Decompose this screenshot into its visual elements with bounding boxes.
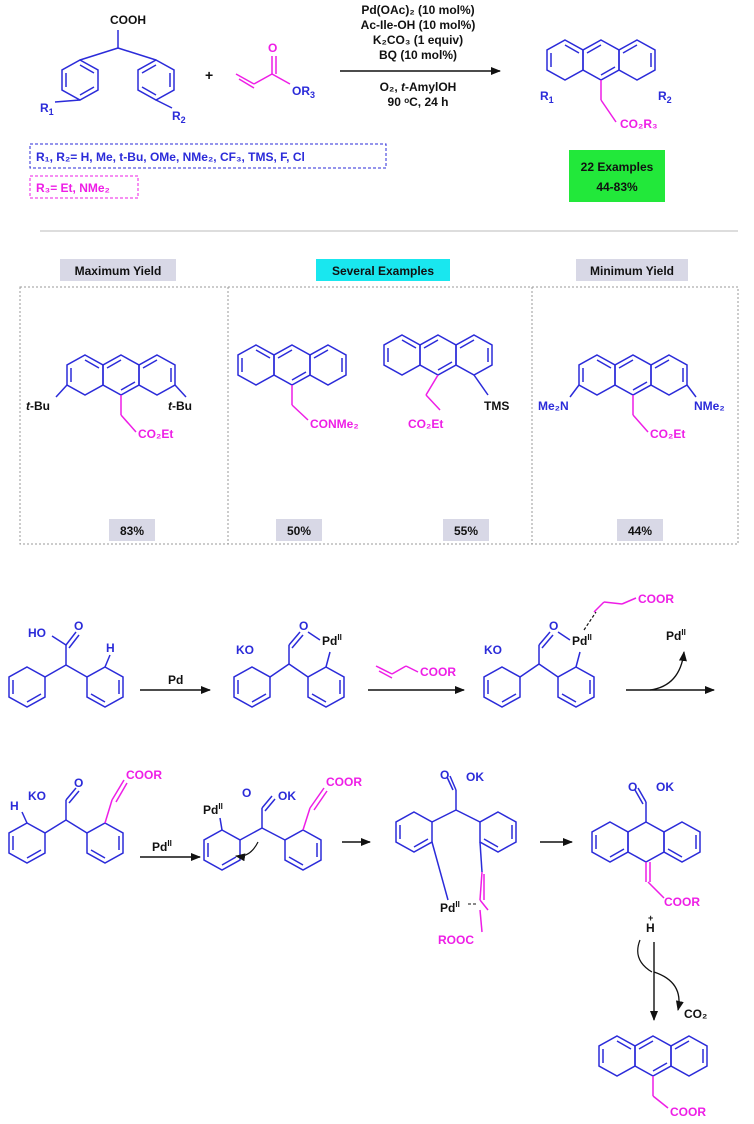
coor-reagent-label: COOR (420, 665, 456, 679)
me2n-label: Me₂N (538, 399, 569, 413)
product-r2: R2 (658, 89, 672, 105)
product-r1: R1 (540, 89, 554, 105)
substituents-text: R₁, R₂= H, Me, t-Bu, OMe, NMe₂, CF₃, TMS… (36, 150, 305, 164)
final-anthracene-structure (598, 1035, 708, 1077)
o-label-4: O (74, 776, 83, 790)
o-label-2: O (299, 619, 308, 633)
starting-acid-structure (8, 631, 124, 708)
alkenylated-acid-structure (8, 787, 124, 864)
plus-sign: + (205, 67, 213, 83)
condition-solvent: O₂, t-AmylOH (380, 80, 457, 94)
examples-count: 22 Examples (581, 160, 654, 174)
o-label-3: O (549, 619, 558, 633)
o-label-1: O (74, 619, 83, 633)
palladacycle-structure (233, 631, 345, 708)
acrylate-reagent (375, 665, 419, 679)
tbu-right: t-Bu (168, 399, 192, 413)
yield-compound-4: 44% (628, 524, 652, 538)
o-label-5: O (242, 786, 251, 800)
yield-compound-3: 55% (454, 524, 478, 538)
rooc-label: ROOC (438, 933, 474, 947)
reaction-conditions: Pd(OAc)₂ (10 mol%) Ac-Ile-OH (10 mol%) K… (361, 3, 476, 109)
nme2-label: NMe₂ (694, 399, 725, 413)
pd-reagent-label: Pd (168, 673, 183, 687)
compound-tms (383, 334, 493, 396)
pd-ii-label-4: PdII (440, 900, 460, 915)
examples-box (569, 150, 665, 202)
ko-label-1: KO (236, 643, 254, 657)
substituents-box (29, 143, 387, 169)
examples-yield-range: 44-83% (596, 180, 638, 194)
header-several-box (316, 259, 450, 281)
tms-label: TMS (484, 399, 509, 413)
coor-label-3: COOR (326, 775, 362, 789)
co2et-1: CO₂Et (138, 427, 173, 441)
header-maximum-yield: Maximum Yield (75, 264, 162, 278)
compound-conme2 (237, 344, 347, 386)
co2et-3: CO₂Et (650, 427, 685, 441)
header-max-box (60, 259, 176, 281)
compound-max-yield (55, 354, 187, 398)
olefin-complex-structure (483, 631, 595, 708)
coor-label-1: COOR (638, 592, 674, 606)
mechanism-row-1: HO O H Pd KO O PdII COOR (8, 592, 715, 708)
o-label-7: O (628, 780, 637, 794)
scope-table: Maximum Yield Several Examples Minimum Y… (19, 259, 739, 545)
h-plus-label: H (646, 921, 655, 935)
header-several-examples: Several Examples (332, 264, 434, 278)
pd-ii-label-3: PdII (203, 802, 223, 817)
acrylate-carbonyl-o: O (268, 41, 277, 55)
condition-base: K₂CO₃ (1 equiv) (373, 33, 463, 47)
dihydroanthracene-structure (591, 787, 701, 863)
pd-ii-label-2: PdII (572, 633, 592, 648)
compound-min-yield (569, 354, 697, 398)
top-reaction: COOH R1 R2 + O OR3 Pd(OAc)₂ (10 mol%) Ac… (29, 3, 672, 202)
or3-label: OR3 (292, 84, 315, 100)
ko-label-3: KO (28, 789, 46, 803)
coor-label-5: COOR (670, 1105, 706, 1119)
second-palladation-structure (203, 795, 322, 871)
ok-label-2: OK (466, 770, 484, 784)
ok-label-3: OK (656, 780, 674, 794)
condition-temperature-time: 90 ᵒC, 24 h (388, 95, 449, 109)
yield-compound-1: 83% (120, 524, 144, 538)
r1-label: R1 (40, 101, 54, 117)
cooh-label: COOH (110, 13, 146, 27)
header-minimum-yield: Minimum Yield (590, 264, 674, 278)
pd-ii-label-1: PdII (322, 633, 342, 648)
tbu-left: t-Bu (26, 399, 50, 413)
plus-charge: + (648, 913, 653, 923)
ok-label-1: OK (278, 789, 296, 803)
co2et-2: CO₂Et (408, 417, 443, 431)
diarylacetic-acid-structure (54, 30, 175, 109)
ho-label: HO (28, 626, 46, 640)
r3-text: R₃= Et, NMe₂ (36, 181, 110, 195)
o-label-6: O (440, 768, 449, 782)
header-min-box (576, 259, 688, 281)
h-label-2: H (10, 799, 19, 813)
condition-oxidant: BQ (10 mol%) (379, 48, 457, 62)
co2-label: CO₂ (684, 1007, 707, 1021)
cyclization-intermediate-structure (395, 775, 517, 901)
condition-catalyst: Pd(OAc)₂ (10 mol%) (361, 3, 474, 17)
coor-label-4: COOR (664, 895, 700, 909)
yield-compound-2: 50% (287, 524, 311, 538)
product-co2r3: CO₂R₃ (620, 117, 658, 131)
coor-label-2: COOR (126, 768, 162, 782)
conme2-label: CONMe₂ (310, 417, 359, 431)
pd-ii-reagent: PdII (152, 839, 172, 854)
product-side-chain (600, 80, 617, 123)
condition-ligand: Ac-Ile-OH (10 mol%) (361, 18, 476, 32)
r2-label: R2 (172, 109, 186, 125)
h-label-1: H (106, 641, 115, 655)
anthracene-product-structure (546, 39, 656, 81)
scope-frame (19, 286, 739, 545)
mechanism-row-2: H KO O COOR PdII PdII O OK COOR (8, 768, 708, 1119)
ko-label-2: KO (484, 643, 502, 657)
acrylate-structure (235, 56, 291, 89)
pd-ii-released: PdII (666, 628, 686, 643)
